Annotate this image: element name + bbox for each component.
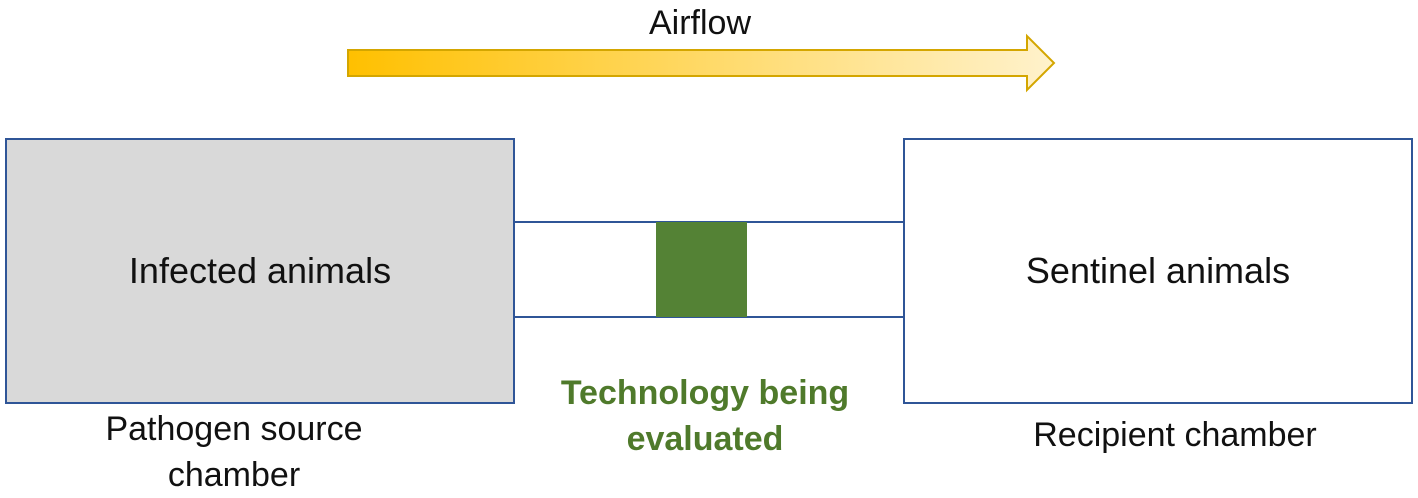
infected-animals-label: Infected animals (128, 250, 392, 291)
pathogen-source-chamber (5, 138, 515, 404)
technology-block (656, 222, 747, 317)
source-chamber-caption: Pathogen source chamber (105, 410, 363, 494)
recipient-chamber (903, 138, 1413, 404)
airflow-arrow-icon (347, 33, 1056, 93)
sentinel-animals-label: Sentinel animals (1025, 250, 1291, 291)
technology-caption: Technology being evaluated (560, 374, 850, 458)
recipient-chamber-caption: Recipient chamber (1033, 416, 1317, 454)
airflow-label: Airflow (648, 4, 752, 42)
